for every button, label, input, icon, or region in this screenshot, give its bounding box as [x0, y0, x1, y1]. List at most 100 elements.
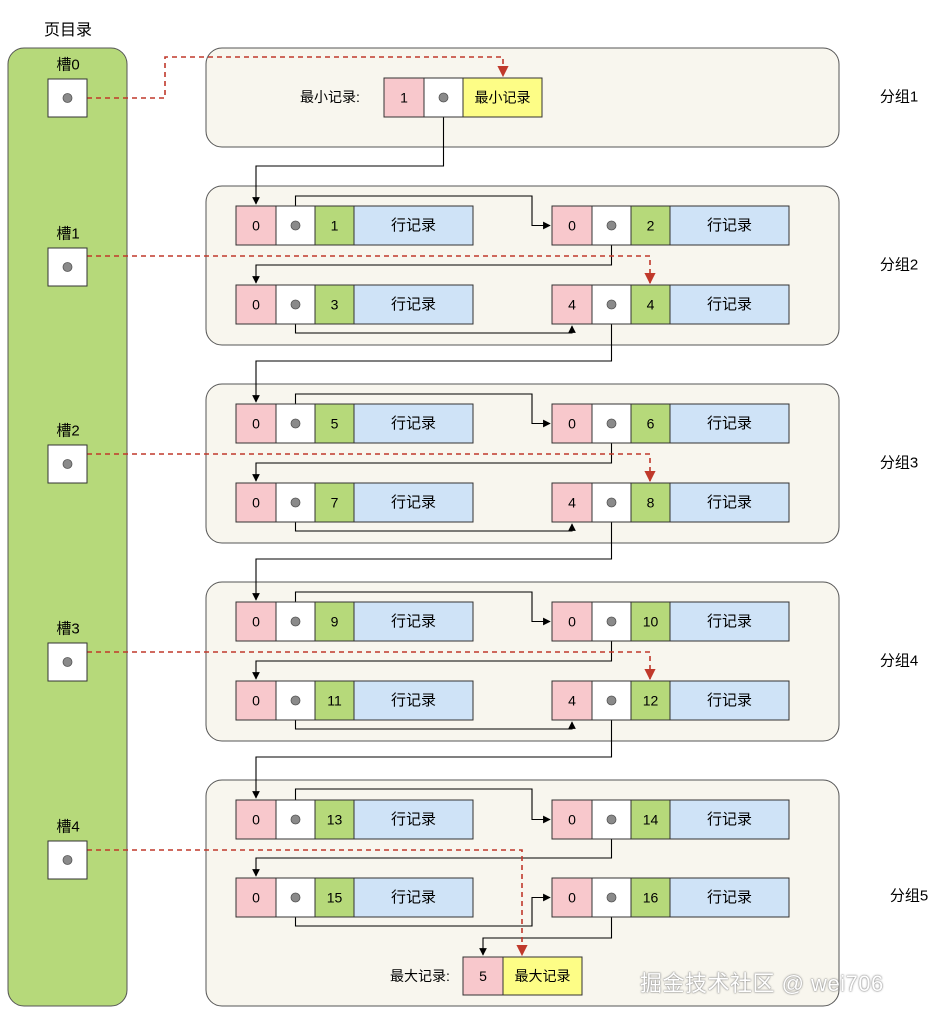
record-data-label: 行记录	[707, 811, 752, 828]
infimum-caption: 最小记录:	[300, 89, 360, 105]
record-n-owned: 0	[568, 812, 576, 828]
record-next-dot-icon	[606, 814, 617, 825]
record-data-cell	[353, 877, 474, 918]
record-n-owned-cell	[235, 482, 277, 523]
record-data-cell	[353, 680, 474, 721]
record-n-owned-cell	[551, 601, 593, 642]
infimum-next-dot-icon	[438, 92, 449, 103]
group-label: 分组5	[890, 888, 928, 905]
record-id-cell	[314, 877, 355, 918]
group-label: 分组4	[880, 653, 918, 670]
record-data-cell	[353, 601, 474, 642]
record-id: 2	[647, 218, 655, 234]
link-record-next	[252, 502, 613, 601]
record-id: 9	[331, 614, 339, 630]
supremum-name: 最大记录	[515, 968, 571, 984]
record-id-cell	[630, 799, 671, 840]
supremum-name-cell	[502, 956, 583, 996]
record-data-label: 行记录	[707, 692, 752, 709]
record-next-dot-icon	[606, 695, 617, 706]
supremum-n-owned: 5	[479, 968, 487, 984]
record-id-cell	[630, 601, 671, 642]
record-id: 11	[327, 693, 342, 709]
record-data-label: 行记录	[391, 296, 436, 313]
record-id-cell	[630, 284, 671, 325]
record-id-cell	[630, 877, 671, 918]
record-id-cell	[630, 482, 671, 523]
slot-label: 槽1	[56, 226, 79, 243]
infimum-n-owned: 1	[400, 90, 408, 106]
record-data-cell	[353, 205, 474, 246]
record-n-owned: 0	[252, 416, 260, 432]
record-next-dot-icon	[606, 220, 617, 231]
link-record-to-supremum	[479, 897, 613, 956]
record-n-owned: 4	[568, 495, 576, 511]
record-data-cell	[669, 799, 790, 840]
record-next-dot-icon	[290, 695, 301, 706]
record-next-pointer-cell	[275, 403, 316, 444]
record-n-owned-cell	[551, 482, 593, 523]
record-n-owned: 0	[568, 614, 576, 630]
record-data-cell	[669, 284, 790, 325]
record-next-dot-icon	[606, 299, 617, 310]
link-slot2	[87, 453, 656, 483]
record-n-owned: 0	[252, 812, 260, 828]
link-record-next	[252, 700, 613, 799]
record-n-owned-cell	[551, 284, 593, 325]
slot-pointer-dot-icon	[62, 262, 73, 272]
record-n-owned: 0	[252, 693, 260, 709]
infimum-n-owned-cell	[383, 77, 425, 118]
infimum-name-cell	[462, 77, 543, 118]
record-id: 1	[331, 218, 339, 234]
record-id: 7	[331, 495, 339, 511]
record-id-cell	[314, 205, 355, 246]
record-next-dot-icon	[290, 497, 301, 508]
record-data-label: 行记录	[391, 494, 436, 511]
link-slot0	[87, 56, 509, 99]
record-data-cell	[669, 680, 790, 721]
record-n-owned: 4	[568, 693, 576, 709]
link-infimum-to-record	[252, 97, 445, 205]
infimum-name: 最小记录	[475, 90, 531, 106]
record-data-cell	[353, 482, 474, 523]
link-record-next	[252, 304, 613, 403]
watermark: 掘金技术社区 @ wei706	[640, 971, 884, 996]
record-data-cell	[669, 601, 790, 642]
record-next-dot-icon	[606, 418, 617, 429]
record-id: 14	[643, 812, 659, 828]
record-id: 12	[643, 693, 659, 709]
group-label: 分组2	[880, 257, 918, 274]
slot-label: 槽4	[56, 819, 79, 836]
record-n-owned: 0	[252, 495, 260, 511]
record-next-dot-icon	[290, 220, 301, 231]
record-data-label: 行记录	[707, 415, 752, 432]
record-data-cell	[669, 877, 790, 918]
record-next-dot-icon	[606, 892, 617, 903]
supremum-n-owned-cell	[462, 956, 504, 996]
record-id-cell	[314, 482, 355, 523]
record-id-cell	[314, 284, 355, 325]
record-next-dot-icon	[606, 616, 617, 627]
record-id: 15	[327, 890, 343, 906]
record-id: 13	[327, 812, 343, 828]
record-id: 6	[647, 416, 655, 432]
record-data-label: 行记录	[391, 811, 436, 828]
record-next-dot-icon	[290, 814, 301, 825]
record-id: 8	[647, 495, 655, 511]
slot-pointer-dot-icon	[62, 459, 73, 469]
record-id: 5	[331, 416, 339, 432]
record-next-dot-icon	[290, 299, 301, 310]
record-data-label: 行记录	[707, 296, 752, 313]
record-n-owned-cell	[551, 877, 593, 918]
record-data-cell	[669, 482, 790, 523]
record-n-owned-cell	[235, 205, 277, 246]
slot-label: 槽3	[56, 621, 79, 638]
record-data-cell	[353, 284, 474, 325]
record-next-dot-icon	[290, 892, 301, 903]
record-data-cell	[353, 403, 474, 444]
record-data-label: 行记录	[707, 217, 752, 234]
record-n-owned: 4	[568, 297, 576, 313]
record-data-label: 行记录	[391, 613, 436, 630]
slot-label: 槽2	[56, 423, 79, 440]
